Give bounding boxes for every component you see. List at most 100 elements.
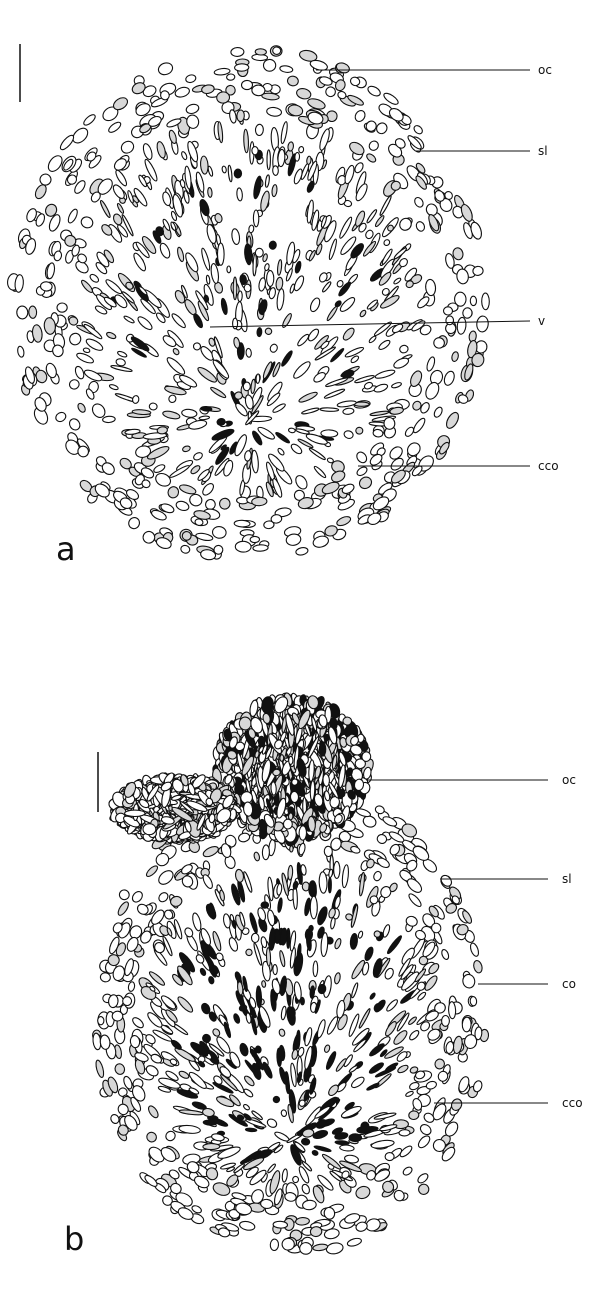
cell-mark [355,465,368,477]
cell-mark [122,996,132,1006]
cell-mark [158,242,171,259]
cell-mark [17,306,28,319]
cell-mark [337,400,357,408]
cell-mark [328,878,331,893]
cell-mark [361,751,371,761]
cell-mark [123,315,135,324]
cell-mark [191,1100,207,1110]
cell-mark [200,248,211,271]
panel-a-label-oc: oc [538,63,552,77]
cell-mark [408,1016,418,1026]
cell-mark [29,306,37,318]
cell-mark [350,845,361,854]
cell-mark [181,409,197,418]
cell-mark [441,1015,449,1026]
cell-mark [353,109,367,123]
cell-mark [311,1149,319,1156]
cell-mark [79,215,94,230]
cell-mark [243,382,250,391]
cell-mark [407,892,423,908]
cell-mark [383,239,391,247]
cell-mark [443,370,456,387]
cell-mark [273,1221,288,1228]
cell-mark [234,169,242,178]
cell-mark [243,129,249,153]
cell-mark [17,346,25,358]
cell-mark [293,275,306,292]
cell-mark [256,907,266,922]
cell-mark [156,141,167,159]
cell-mark [233,1013,241,1024]
cell-mark [125,810,145,816]
cell-mark [271,782,277,796]
cell-mark [269,240,277,249]
cell-mark [205,798,213,807]
cell-mark [392,356,410,370]
cell-mark [168,394,177,404]
cell-mark [313,1243,328,1251]
cell-mark [165,355,187,376]
cell-mark [82,113,97,127]
cell-mark [341,326,356,341]
cell-mark [287,142,294,152]
cell-mark [239,717,251,730]
cell-mark [325,1050,338,1070]
cell-mark [168,130,178,145]
cell-mark [327,457,334,463]
cell-mark [283,819,292,829]
cell-mark [89,273,100,284]
cell-mark [196,365,218,384]
panel-a-section: oc sl v cco a [7,44,559,568]
cell-mark [234,971,243,983]
cell-mark [107,120,122,134]
cell-mark [252,85,265,96]
cell-mark [250,379,255,394]
cell-mark [356,427,363,434]
cell-mark [366,84,382,98]
cell-mark [40,281,52,291]
cell-mark [253,254,257,276]
cell-mark [355,450,369,464]
cell-mark [457,317,467,335]
cell-mark [470,996,477,1006]
cell-mark [265,175,270,188]
cell-mark [281,1109,287,1116]
cell-mark [378,339,392,351]
cell-mark [364,119,378,133]
cell-mark [301,1183,311,1195]
cell-mark [234,64,248,72]
cell-mark [281,1006,287,1020]
cell-mark [296,333,310,347]
cell-mark [286,928,290,948]
cell-mark [117,350,128,358]
cell-mark [267,271,274,287]
cell-mark [233,277,237,300]
cell-mark [476,316,489,333]
cell-mark [315,243,323,255]
cell-mark [223,1021,232,1038]
cell-mark [280,755,284,762]
cell-mark [222,166,227,173]
cell-mark [181,151,188,160]
cell-mark [299,1242,312,1254]
cell-mark [325,1242,344,1256]
cell-mark [116,203,124,214]
cell-mark [253,210,259,227]
cell-mark [255,124,263,136]
cell-mark [371,1139,395,1149]
cell-mark [257,327,263,337]
cell-mark [170,312,187,329]
cell-mark [415,220,426,232]
cell-mark [368,335,377,343]
panel-b-label-cco: cco [562,1096,583,1110]
cell-mark [76,402,86,413]
cell-mark [374,215,385,228]
cell-mark [412,417,427,435]
cell-mark [391,382,402,389]
cell-mark [198,198,211,217]
cell-mark [354,1184,372,1200]
cell-mark [379,195,393,216]
cell-mark [309,297,322,313]
cell-mark [268,928,276,951]
cell-mark [175,500,190,512]
